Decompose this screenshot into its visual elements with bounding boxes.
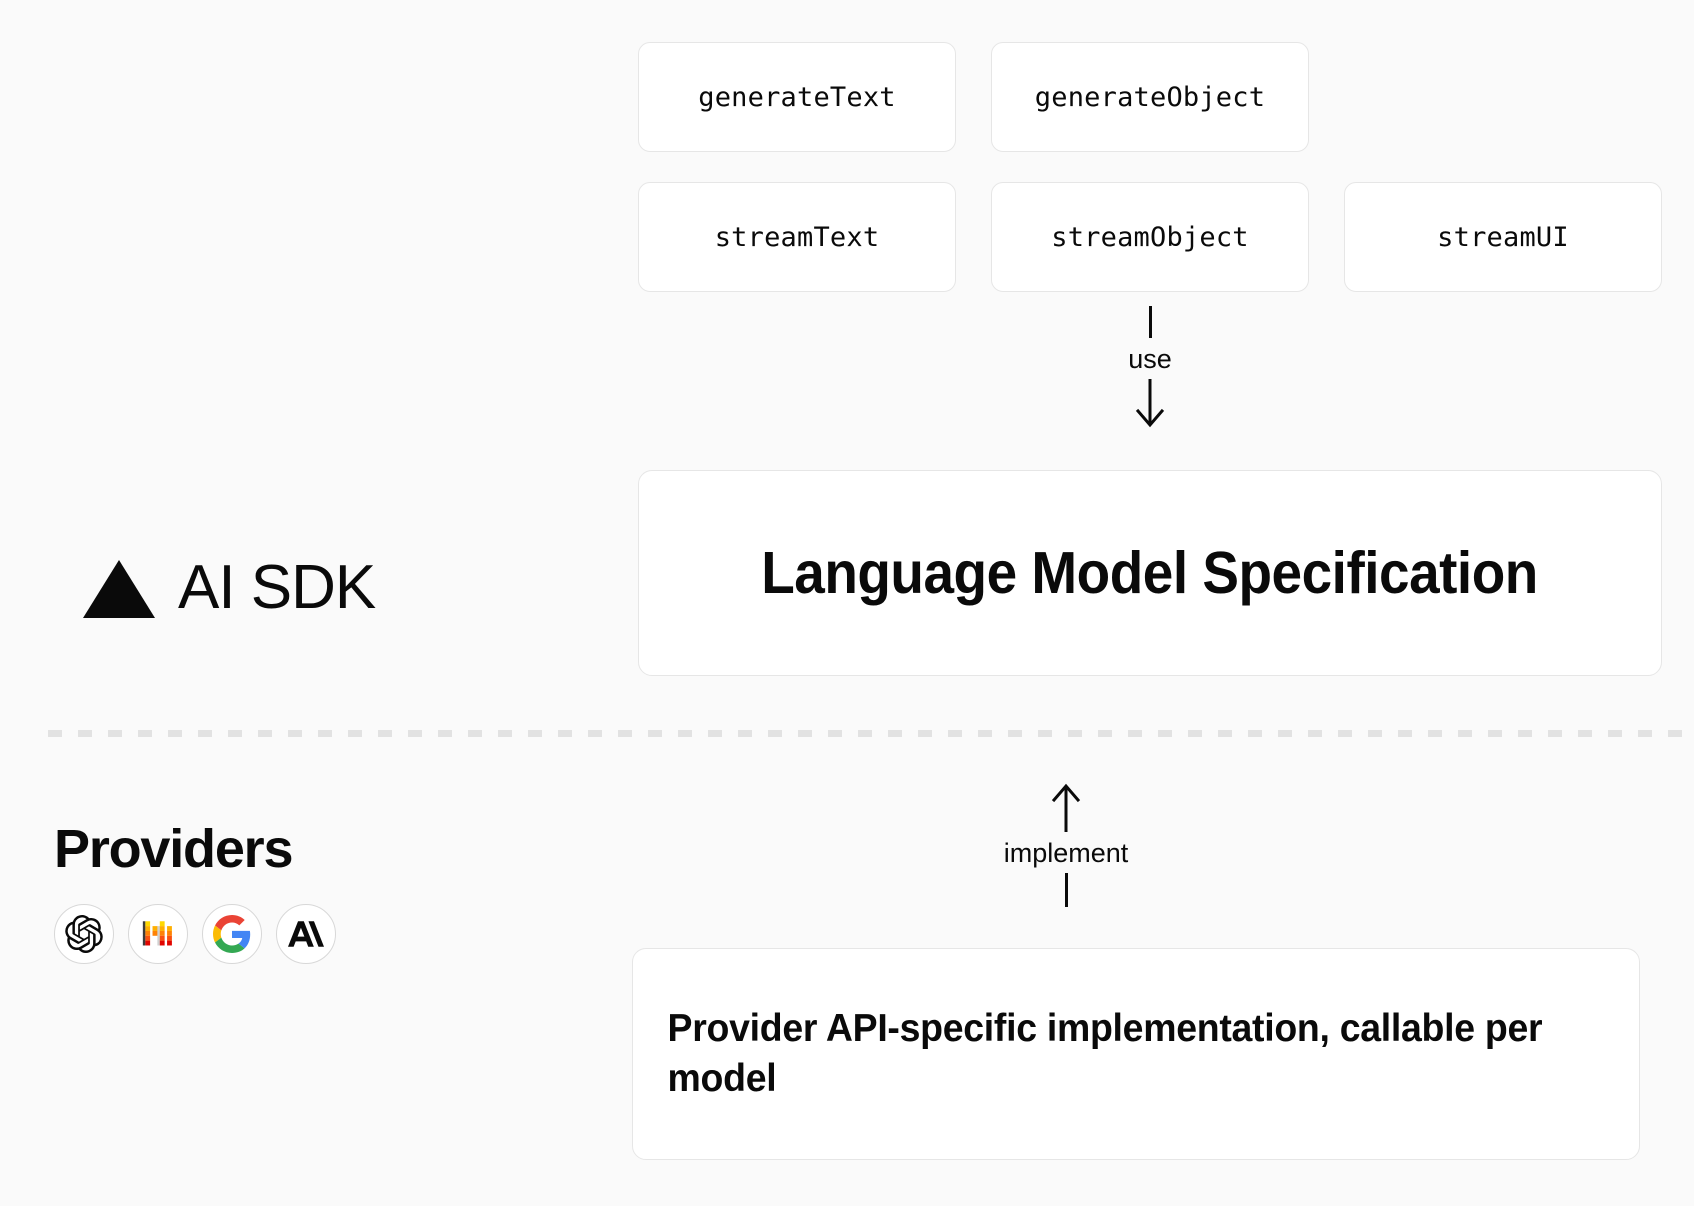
section-divider <box>48 730 1694 737</box>
providers-section: Providers <box>54 822 336 964</box>
openai-icon <box>65 915 103 953</box>
provider-chip-openai[interactable] <box>54 904 114 964</box>
anthropic-icon <box>288 921 324 947</box>
google-icon <box>213 915 251 953</box>
provider-chip-anthropic[interactable] <box>276 904 336 964</box>
vercel-triangle-icon <box>83 560 155 618</box>
function-card-generate-text[interactable]: generateText <box>638 42 956 152</box>
function-card-stream-text[interactable]: streamText <box>638 182 956 292</box>
provider-chip-google[interactable] <box>202 904 262 964</box>
function-card-label: streamObject <box>1051 221 1249 253</box>
language-model-specification-box[interactable]: Language Model Specification <box>638 470 1662 676</box>
function-card-label: streamUI <box>1437 221 1569 253</box>
providers-title: Providers <box>54 819 294 879</box>
arrow-down-icon <box>1135 379 1165 428</box>
function-card-label: generateObject <box>1034 81 1266 113</box>
function-card-stream-object[interactable]: streamObject <box>991 182 1309 292</box>
connector-line-segment <box>1064 873 1068 907</box>
function-card-label: streamText <box>714 221 880 253</box>
provider-chip-mistral[interactable] <box>128 904 188 964</box>
spec-box-title: Language Model Specification <box>761 540 1539 606</box>
mistral-icon <box>142 921 172 946</box>
ai-sdk-brand-label: AI SDK <box>178 553 376 622</box>
function-card-stream-ui[interactable]: streamUI <box>1344 182 1662 292</box>
connector-use: use <box>1085 306 1215 446</box>
ai-sdk-brand: AI SDK <box>82 553 376 622</box>
function-card-generate-object[interactable]: generateObject <box>991 42 1309 152</box>
connector-use-label: use <box>1128 344 1172 374</box>
provider-implementation-text: Provider API-specific implementation, ca… <box>667 1007 1543 1100</box>
arrow-up-icon <box>1051 783 1081 832</box>
function-card-label: generateText <box>698 81 896 113</box>
connector-implement: implement <box>966 782 1166 912</box>
provider-implementation-box[interactable]: Provider API-specific implementation, ca… <box>632 948 1640 1160</box>
provider-logo-list <box>54 904 336 964</box>
connector-line-segment <box>1148 306 1152 338</box>
connector-implement-label: implement <box>1003 838 1129 868</box>
